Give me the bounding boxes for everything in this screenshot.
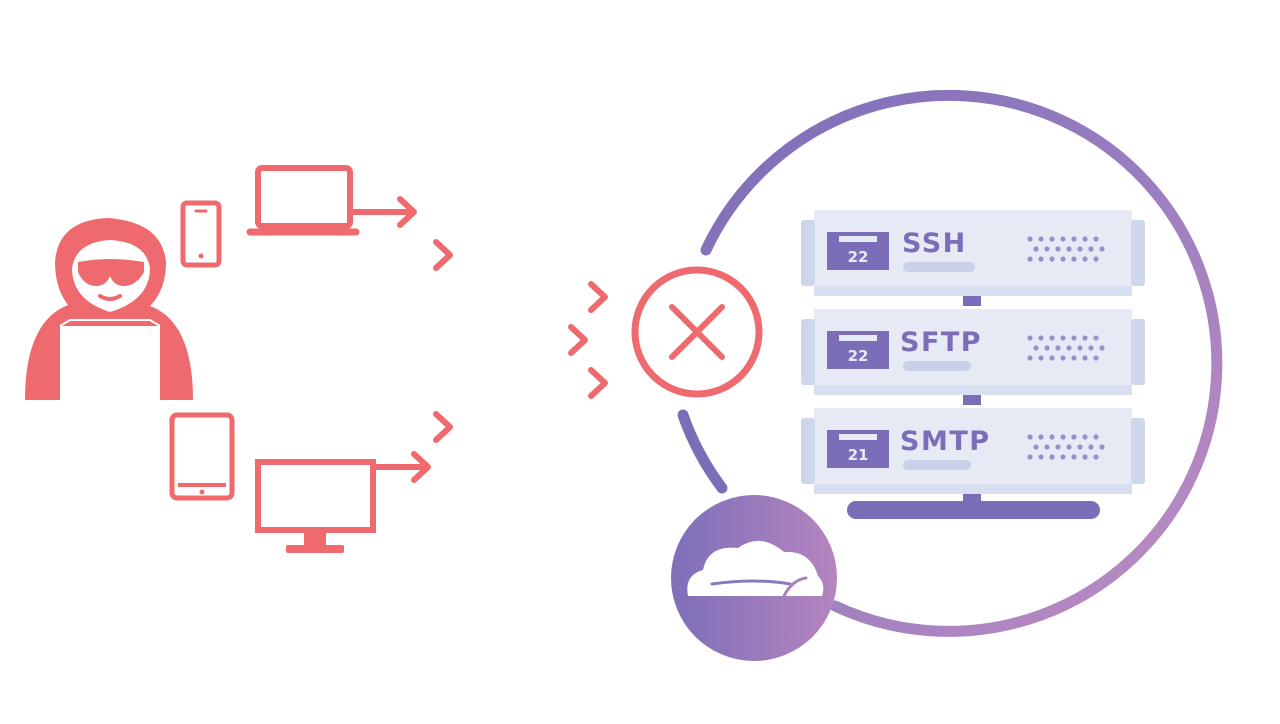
vent-dot [1027, 355, 1033, 361]
tablet-icon [169, 412, 235, 501]
vent-dot [1060, 335, 1066, 341]
vent-dot [1038, 355, 1044, 361]
vent-dot [1077, 444, 1083, 450]
ethernet-port-icon: 21 [827, 430, 889, 468]
desktop-monitor-icon [255, 459, 376, 553]
vent-dot [1082, 434, 1088, 440]
vent-dots [1027, 236, 1105, 262]
service-label-smtp: SMTP [900, 426, 991, 457]
vent-dot [1049, 256, 1055, 262]
vent-dot [1033, 246, 1039, 252]
vent-dot [1049, 434, 1055, 440]
vent-dot [1071, 236, 1077, 242]
vent-dot [1060, 355, 1066, 361]
vent-dots [1027, 335, 1105, 361]
arrowhead [568, 324, 588, 356]
vent-dot [1099, 345, 1105, 351]
vent-dot [1093, 454, 1099, 460]
arrowhead [397, 196, 417, 228]
vent-dot [1077, 345, 1083, 351]
vent-dot [1055, 345, 1061, 351]
vent-dot [1088, 444, 1094, 450]
vent-dot [1071, 256, 1077, 262]
vent-dot [1066, 444, 1072, 450]
vent-dot [1071, 355, 1077, 361]
vent-dot [1093, 355, 1099, 361]
vent-dot [1077, 246, 1083, 252]
vent-dot [1071, 335, 1077, 341]
vent-dot [1027, 434, 1033, 440]
vent-dot [1044, 246, 1050, 252]
service-label-ssh: SSH [902, 228, 967, 259]
vent-dot [1033, 444, 1039, 450]
arrowhead [588, 281, 608, 313]
vent-dot [1027, 454, 1033, 460]
port-number: 21 [848, 446, 869, 464]
smartphone-icon [180, 200, 222, 268]
vent-dot [1066, 246, 1072, 252]
vent-dot [1093, 434, 1099, 440]
ethernet-port-icon: 22 [827, 232, 889, 270]
vent-dot [1049, 236, 1055, 242]
vent-dot [1027, 236, 1033, 242]
laptop-icon [246, 165, 360, 236]
vent-dot [1060, 256, 1066, 262]
vent-dot [1093, 236, 1099, 242]
port-number: 22 [848, 248, 869, 266]
port-number: 22 [848, 347, 869, 365]
vent-dot [1055, 246, 1061, 252]
vent-dot [1049, 335, 1055, 341]
vent-dot [1033, 345, 1039, 351]
vent-dot [1093, 256, 1099, 262]
vent-dot [1038, 236, 1044, 242]
protection-ring-lower [677, 409, 728, 494]
vent-dot [1027, 335, 1033, 341]
arrowhead [588, 367, 608, 399]
hooded-hacker-icon [25, 218, 193, 400]
vent-dot [1044, 444, 1050, 450]
vent-dot [1044, 345, 1050, 351]
arrowhead [411, 451, 431, 483]
vent-dot [1071, 434, 1077, 440]
status-bar [903, 361, 971, 371]
vent-dot [1082, 355, 1088, 361]
vent-dot [1055, 444, 1061, 450]
vent-dot [1038, 256, 1044, 262]
vent-dot [1038, 434, 1044, 440]
vent-dot [1066, 345, 1072, 351]
vent-dot [1038, 454, 1044, 460]
status-bar [903, 460, 971, 470]
vent-dot [1049, 355, 1055, 361]
protection-ring [700, 89, 1223, 637]
vent-dot [1099, 444, 1105, 450]
status-bar [903, 262, 975, 272]
vent-dot [1027, 256, 1033, 262]
vent-dot [1038, 335, 1044, 341]
vent-dot [1082, 335, 1088, 341]
vent-dot [1088, 246, 1094, 252]
cloud-protection-badge [671, 495, 837, 661]
arrowhead [433, 239, 453, 271]
vent-dot [1099, 246, 1105, 252]
vent-dot [1060, 236, 1066, 242]
vent-dot [1082, 236, 1088, 242]
ethernet-port-icon: 22 [827, 331, 889, 369]
vent-dots [1027, 434, 1105, 460]
service-label-sftp: SFTP [900, 327, 982, 358]
vent-dot [1049, 454, 1055, 460]
vent-dot [1060, 454, 1066, 460]
vent-dot [1071, 454, 1077, 460]
x-block-icon [631, 266, 763, 398]
server-rack-icon: 22 22 21 SSH SFTP SMTP [801, 210, 1145, 519]
vent-dot [1093, 335, 1099, 341]
vent-dot [1060, 434, 1066, 440]
vent-dot [1088, 345, 1094, 351]
vent-dot [1082, 256, 1088, 262]
arrowhead [433, 411, 453, 443]
attack-lines [163, 196, 608, 483]
vent-dot [1082, 454, 1088, 460]
